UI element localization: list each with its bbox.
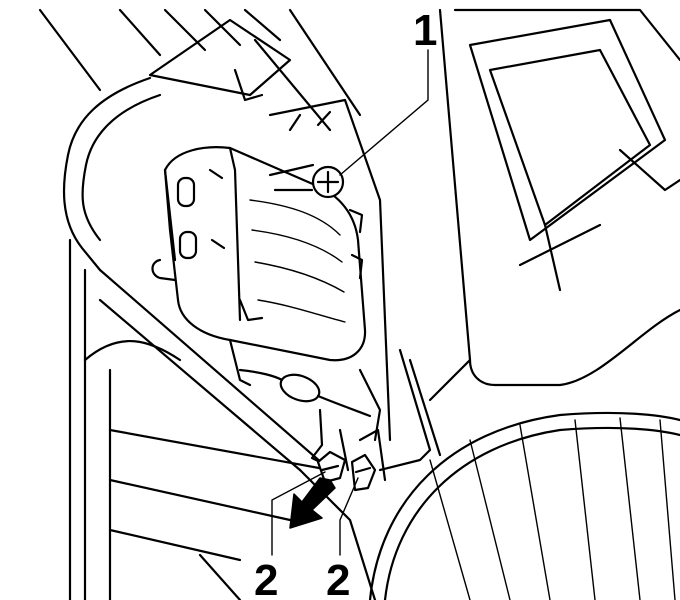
clip-left — [316, 450, 347, 484]
callout-2a: 2 — [254, 556, 278, 600]
arrow-icon — [289, 477, 336, 529]
round-housing — [368, 411, 680, 600]
callout-2b: 2 — [326, 556, 350, 600]
upper-panel — [38, 8, 362, 132]
window-frame — [428, 8, 680, 402]
cable-connector — [238, 368, 372, 472]
left-trim — [62, 76, 332, 600]
screw-icon — [268, 163, 345, 199]
leader-lines — [271, 49, 429, 556]
callout-1: 1 — [413, 6, 437, 55]
actuator-module — [151, 146, 367, 387]
